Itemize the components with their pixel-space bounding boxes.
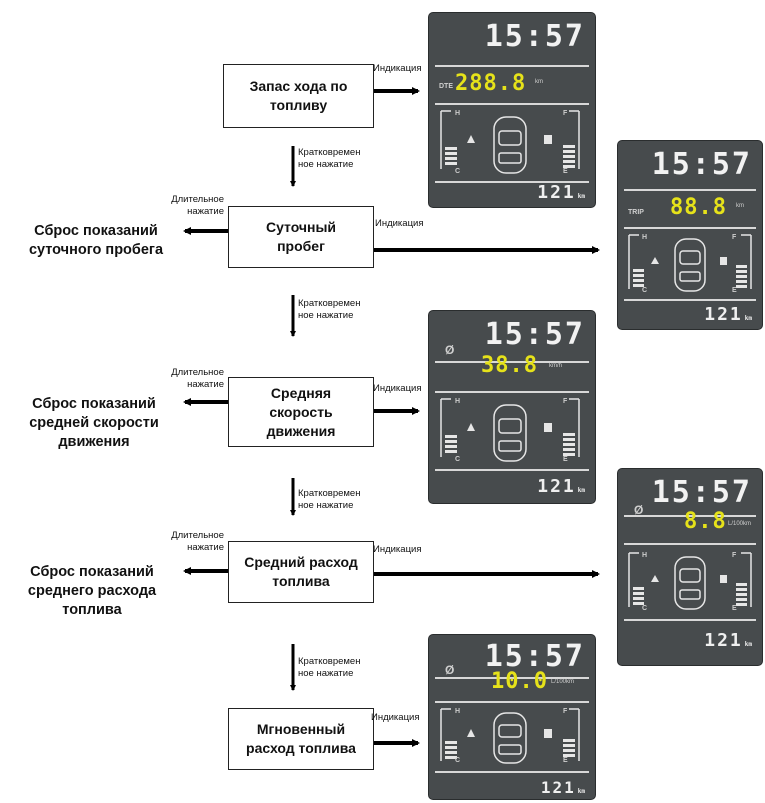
- car-and-gauges-icon: [628, 552, 752, 610]
- display-separator: [435, 391, 589, 393]
- temp-high-label: H: [455, 398, 461, 405]
- clock-readout: 15:57: [484, 639, 585, 674]
- clock-readout: 15:57: [484, 317, 585, 352]
- mode-box-fuel-range: Запас хода по топливу: [223, 64, 374, 128]
- mode-indicator-label: Ø: [634, 503, 644, 517]
- temp-high-label: H: [455, 110, 461, 117]
- display-separator: [435, 65, 589, 67]
- temp-cold-label: C: [455, 168, 461, 175]
- short-press-label-1: Кратковремен ное нажатие: [298, 147, 361, 170]
- car-and-gauges-icon: [440, 708, 580, 764]
- temp-high-label: H: [455, 708, 461, 715]
- mode-value-unit: km: [736, 203, 744, 209]
- indication-label-5: Индикация: [371, 712, 420, 723]
- display-separator: [435, 771, 589, 773]
- fuel-empty-label: E: [563, 456, 568, 463]
- reset-avg-consumption-label: Сброс показаний среднего расхода топлива: [27, 564, 157, 618]
- clock-readout: 15:57: [651, 147, 752, 182]
- fuel-empty-label: E: [732, 605, 737, 612]
- fuel-empty-label: E: [563, 168, 568, 175]
- temp-cold-label: C: [455, 456, 461, 463]
- display-separator: [624, 543, 756, 545]
- fuel-empty-label: E: [732, 287, 737, 294]
- display-separator: [435, 361, 589, 363]
- car-and-gauges-icon: [628, 234, 752, 292]
- reset-avg-speed-label: Сброс показаний средней скорости движени…: [29, 396, 159, 450]
- display-separator: [624, 189, 756, 191]
- temp-cold-label: C: [642, 605, 648, 612]
- long-press-label-1: Длительное нажатие: [171, 194, 224, 217]
- mode-value-readout: 288.8: [455, 71, 527, 96]
- mode-value-readout: 8.8: [684, 509, 727, 534]
- indication-label-4: Индикация: [373, 544, 422, 555]
- mode-value-unit: L/100km: [551, 679, 575, 685]
- mode-box-trip: Суточный пробег: [228, 206, 374, 268]
- display-separator: [435, 181, 589, 183]
- mode-value-unit: km: [535, 79, 543, 85]
- temp-high-label: H: [642, 552, 648, 559]
- mode-value-readout: 10.0: [491, 669, 548, 694]
- fuel-full-label: F: [563, 398, 568, 405]
- short-press-label-3: Кратковремен ное нажатие: [298, 488, 361, 511]
- indication-label-3: Индикация: [373, 383, 422, 394]
- mode-box-instant-consumption: Мгновенный расход топлива: [228, 708, 374, 770]
- short-press-label-4: Кратковремен ное нажатие: [298, 656, 361, 679]
- long-press-label-2: Длительное нажатие: [171, 367, 224, 390]
- mode-value-unit: km/h: [549, 363, 563, 369]
- clock-readout: 15:57: [651, 475, 752, 510]
- fuel-full-label: F: [732, 552, 737, 559]
- car-and-gauges-icon: [440, 110, 580, 174]
- display-separator: [624, 299, 756, 301]
- mode-indicator-label: TRIP: [628, 209, 644, 216]
- mode-value-readout: 38.8: [481, 353, 538, 378]
- display-separator: [435, 701, 589, 703]
- temp-cold-label: C: [642, 287, 648, 294]
- short-press-label-2: Кратковремен ное нажатие: [298, 298, 361, 321]
- mode-indicator-label: Ø: [445, 343, 455, 357]
- display-separator: [624, 515, 756, 517]
- mode-value-readout: 88.8: [670, 195, 727, 220]
- reset-trip-label: Сброс показаний суточного пробега: [28, 223, 164, 258]
- display-separator: [435, 469, 589, 471]
- fuel-full-label: F: [563, 708, 568, 715]
- temp-high-label: H: [642, 234, 648, 241]
- mode-box-avg-consumption: Средний расход топлива: [228, 541, 374, 603]
- display-separator: [435, 103, 589, 105]
- fuel-empty-label: E: [563, 757, 568, 764]
- indication-label-1: Индикация: [373, 63, 422, 74]
- mode-value-unit: L/100km: [728, 521, 752, 527]
- fuel-full-label: F: [563, 110, 568, 117]
- display-separator: [435, 677, 589, 679]
- temp-cold-label: C: [455, 757, 461, 764]
- mode-box-avg-speed: Средняя скорость движения: [228, 377, 374, 447]
- car-and-gauges-icon: [440, 398, 580, 462]
- mode-indicator-label: Ø: [445, 663, 455, 677]
- mode-indicator-label: DTE: [439, 83, 453, 90]
- long-press-label-3: Длительное нажатие: [171, 530, 224, 553]
- fuel-full-label: F: [732, 234, 737, 241]
- display-separator: [624, 619, 756, 621]
- clock-readout: 15:57: [484, 19, 585, 54]
- display-separator: [624, 227, 756, 229]
- indication-label-2: Индикация: [375, 218, 424, 229]
